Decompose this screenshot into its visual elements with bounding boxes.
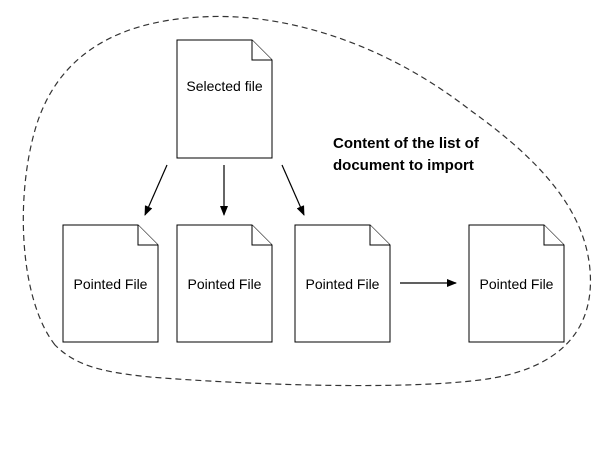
- pointed-file-document-1: Pointed File: [62, 224, 159, 343]
- pointed-file-label: Pointed File: [74, 276, 148, 292]
- arrow-selected-to-pointed-3: [281, 164, 305, 216]
- pointed-file-fold: [369, 225, 390, 246]
- selected-file-label: Selected file: [186, 78, 262, 94]
- selected-file-page-icon: [176, 39, 273, 159]
- boundary-caption-line-2: document to import: [333, 157, 474, 174]
- selected-file-document: Selected file: [176, 39, 273, 159]
- selected-file-fold: [251, 40, 272, 61]
- pointed-file-fold: [137, 225, 158, 246]
- pointed-file-page-icon: [62, 224, 159, 343]
- arrow-selected-to-pointed-1: [144, 164, 168, 216]
- pointed-file-page-icon: [468, 224, 565, 343]
- pointed-file-document-4: Pointed File: [468, 224, 565, 343]
- pointed-file-page-icon: [176, 224, 273, 343]
- pointed-file-label: Pointed File: [306, 276, 380, 292]
- pointed-file-label: Pointed File: [480, 276, 554, 292]
- pointed-file-document-3: Pointed File: [294, 224, 391, 343]
- pointed-file-page-icon: [294, 224, 391, 343]
- pointed-file-fold: [251, 225, 272, 246]
- pointed-file-fold: [543, 225, 564, 246]
- pointed-file-document-2: Pointed File: [176, 224, 273, 343]
- import-list-boundary: [22, 15, 592, 387]
- boundary-caption-line-1: Content of the list of: [333, 135, 480, 152]
- pointed-file-label: Pointed File: [188, 276, 262, 292]
